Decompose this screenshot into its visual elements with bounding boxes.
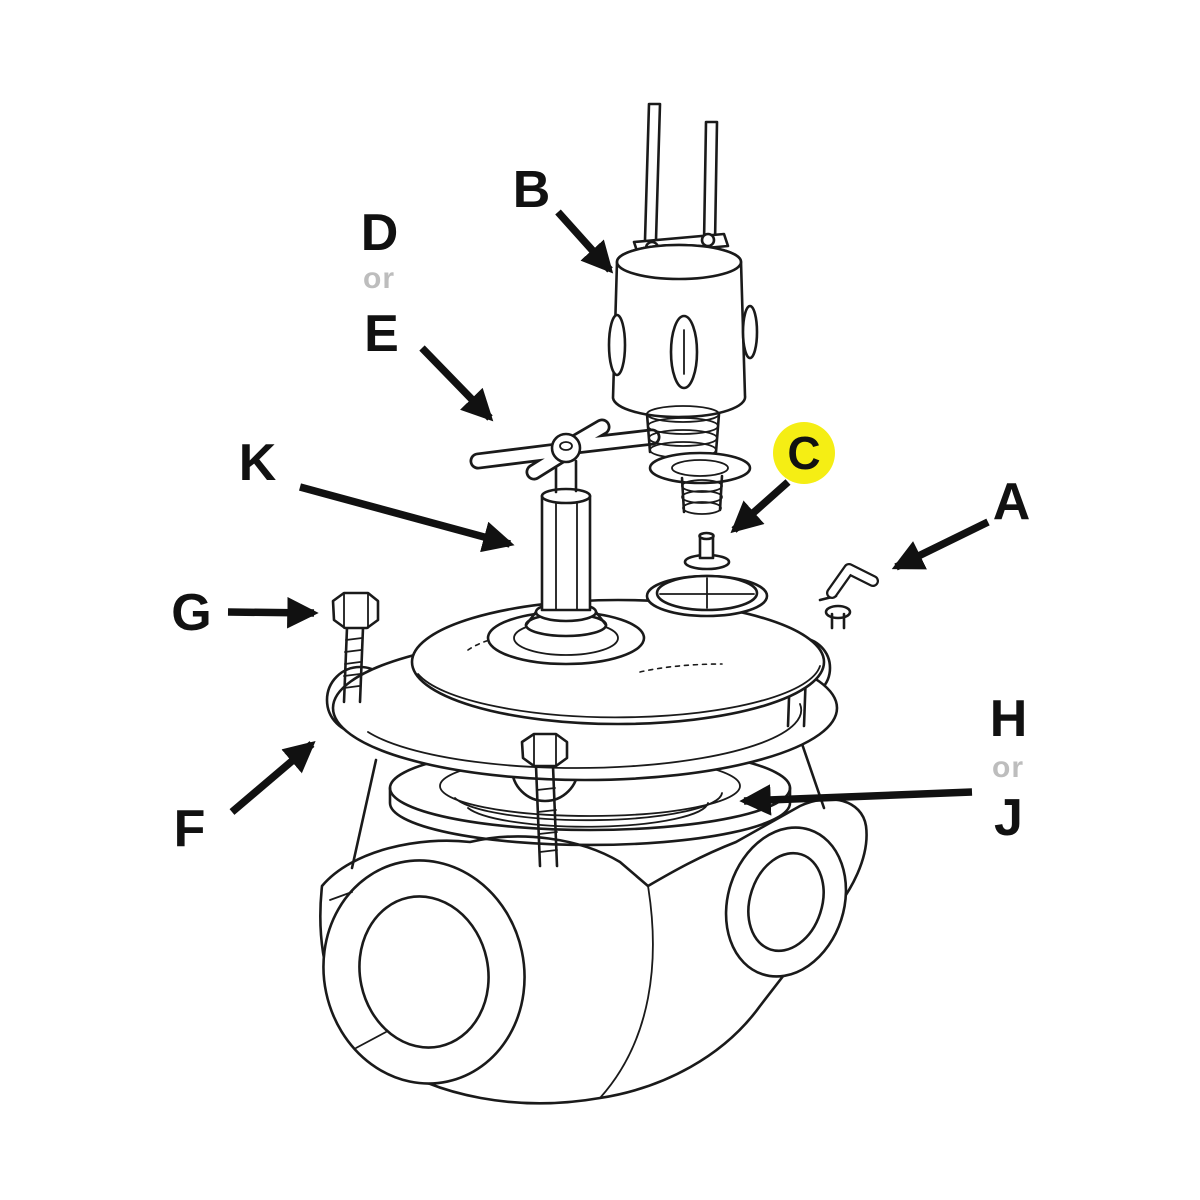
label-a: A bbox=[992, 473, 1032, 531]
solenoid-wire-left bbox=[643, 102, 662, 242]
label-b: B bbox=[512, 161, 552, 219]
label-f: F bbox=[173, 800, 207, 858]
right-port-inner bbox=[747, 851, 825, 953]
left-port-inner bbox=[358, 895, 490, 1049]
solenoid-wire-right bbox=[702, 120, 719, 245]
label-or-de: or bbox=[363, 262, 395, 295]
bleed-screw-handle bbox=[469, 418, 661, 494]
c-small-fitting bbox=[683, 531, 731, 571]
arrow-to-part-a bbox=[891, 518, 990, 571]
solenoid-slot-right bbox=[741, 304, 759, 360]
solenoid-washer bbox=[648, 451, 752, 485]
solenoid-slot-left bbox=[607, 313, 627, 377]
label-d: D bbox=[360, 204, 400, 262]
arrow-to-part-hj bbox=[739, 784, 973, 816]
label-g: G bbox=[171, 584, 213, 642]
arrow-to-part-k bbox=[299, 483, 515, 553]
valve-body bbox=[319, 736, 868, 1105]
arrow-to-part-f bbox=[229, 740, 316, 815]
arrow-to-part-e bbox=[419, 345, 494, 422]
arrow-to-part-b bbox=[555, 209, 614, 274]
flange-bolt-g bbox=[331, 591, 380, 704]
side-lever bbox=[818, 563, 879, 630]
bonnet bbox=[410, 574, 826, 726]
label-or-hj: or bbox=[992, 751, 1024, 784]
label-k: K bbox=[238, 434, 278, 492]
callout-arrows bbox=[227, 209, 990, 816]
front-bolt bbox=[520, 732, 569, 868]
hex-stem bbox=[524, 487, 608, 638]
label-e: E bbox=[364, 305, 400, 363]
label-c: C bbox=[787, 427, 821, 479]
arrow-to-part-g bbox=[227, 596, 319, 629]
label-h: H bbox=[989, 690, 1029, 748]
solenoid bbox=[607, 102, 759, 515]
arrow-to-part-c bbox=[730, 479, 791, 534]
label-j: J bbox=[994, 789, 1024, 847]
label-c-highlight: C bbox=[773, 422, 835, 484]
